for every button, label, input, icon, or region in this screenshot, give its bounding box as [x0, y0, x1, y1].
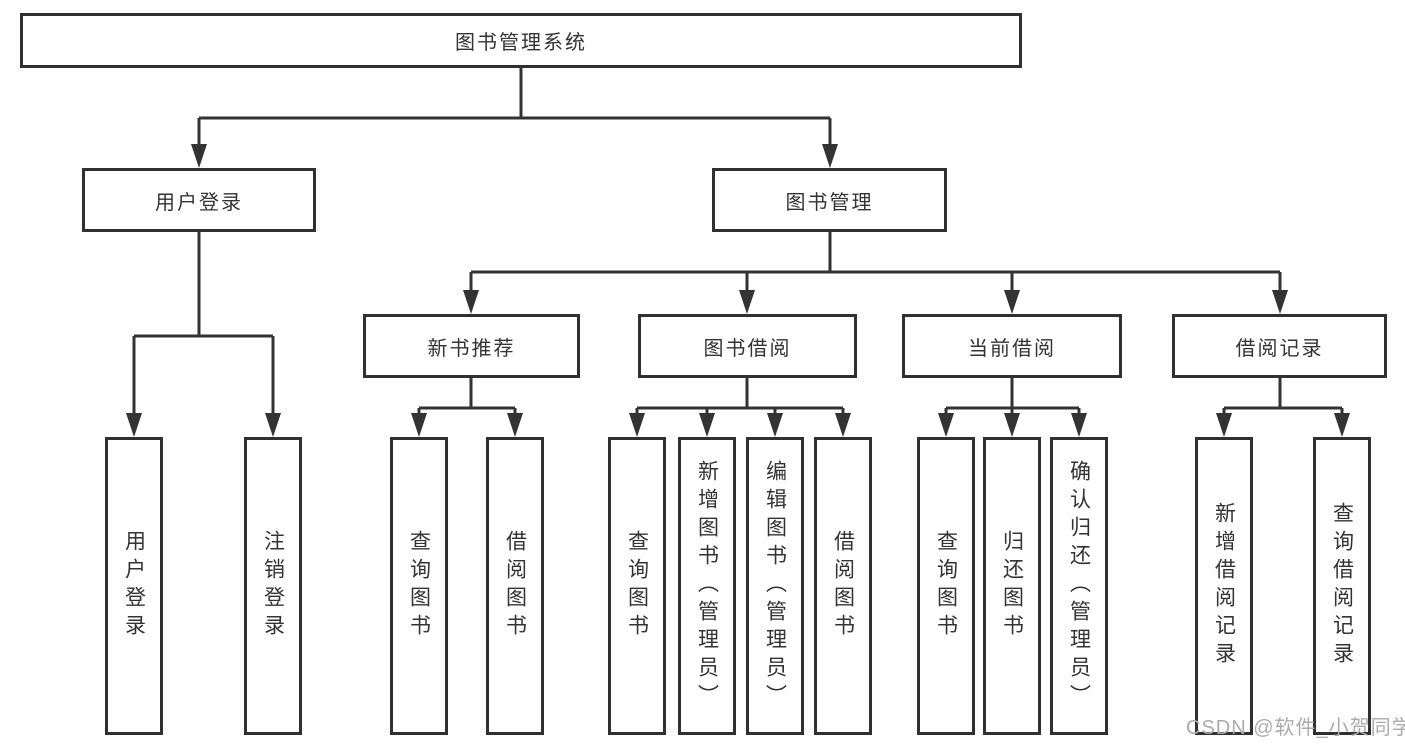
- leaf-user-login-label: 用户登录: [122, 530, 146, 642]
- leaf-add-borrow-record-label: 新增借阅记录: [1212, 502, 1236, 670]
- leaf-confirm-return-admin-label: 确认归还（管理员）: [1067, 460, 1091, 712]
- leaf-query-books-borrow: 查询图书: [608, 437, 666, 735]
- node-library-system: 图书管理系统: [20, 13, 1022, 68]
- node-book-borrow-label: 图书借阅: [703, 337, 792, 360]
- node-borrow-records: 借阅记录: [1172, 314, 1387, 378]
- leaf-add-books-admin-label: 新增图书（管理员）: [695, 460, 719, 712]
- node-book-management: 图书管理: [712, 168, 947, 232]
- node-new-book-recommend: 新书推荐: [363, 314, 580, 378]
- arrowheads: [126, 144, 1350, 437]
- leaf-return-books: 归还图书: [983, 437, 1041, 735]
- csdn-watermark: CSDN @软件_小贺同学: [1186, 717, 1405, 739]
- leaf-confirm-return-admin: 确认归还（管理员）: [1050, 437, 1108, 735]
- node-new-book-recommend-label: 新书推荐: [427, 337, 516, 360]
- node-current-borrow: 当前借阅: [902, 314, 1122, 378]
- leaf-add-borrow-record: 新增借阅记录: [1195, 437, 1253, 735]
- node-user-login: 用户登录: [82, 168, 316, 232]
- leaf-borrow-books-label: 借阅图书: [831, 530, 855, 642]
- node-borrow-records-label: 借阅记录: [1235, 337, 1324, 360]
- leaf-logout-login-label: 注销登录: [261, 530, 285, 642]
- leaf-borrow-books-recommend-label: 借阅图书: [503, 530, 527, 642]
- leaf-return-books-label: 归还图书: [1000, 530, 1024, 642]
- leaf-edit-books-admin: 编辑图书（管理员）: [746, 437, 804, 735]
- node-library-system-label: 图书管理系统: [455, 32, 587, 54]
- node-book-management-label: 图书管理: [785, 191, 874, 214]
- connector-paths: [132, 67, 1344, 416]
- leaf-query-books-recommend: 查询图书: [390, 437, 448, 735]
- leaf-query-borrow-record: 查询借阅记录: [1313, 437, 1371, 735]
- leaf-borrow-books: 借阅图书: [814, 437, 872, 735]
- leaf-query-books-borrow-label: 查询图书: [625, 530, 649, 642]
- leaf-add-books-admin: 新增图书（管理员）: [678, 437, 736, 735]
- leaf-edit-books-admin-label: 编辑图书（管理员）: [763, 460, 787, 712]
- leaf-borrow-books-recommend: 借阅图书: [486, 437, 544, 735]
- leaf-query-borrow-record-label: 查询借阅记录: [1330, 502, 1354, 670]
- leaf-query-books-recommend-label: 查询图书: [407, 530, 431, 642]
- leaf-user-login: 用户登录: [105, 437, 163, 735]
- node-current-borrow-label: 当前借阅: [968, 337, 1056, 360]
- leaf-query-books-current: 查询图书: [917, 437, 975, 735]
- node-book-borrow: 图书借阅: [638, 314, 857, 378]
- leaf-query-books-current-label: 查询图书: [934, 530, 958, 642]
- leaf-logout-login: 注销登录: [244, 437, 302, 735]
- node-user-login-label: 用户登录: [155, 191, 243, 214]
